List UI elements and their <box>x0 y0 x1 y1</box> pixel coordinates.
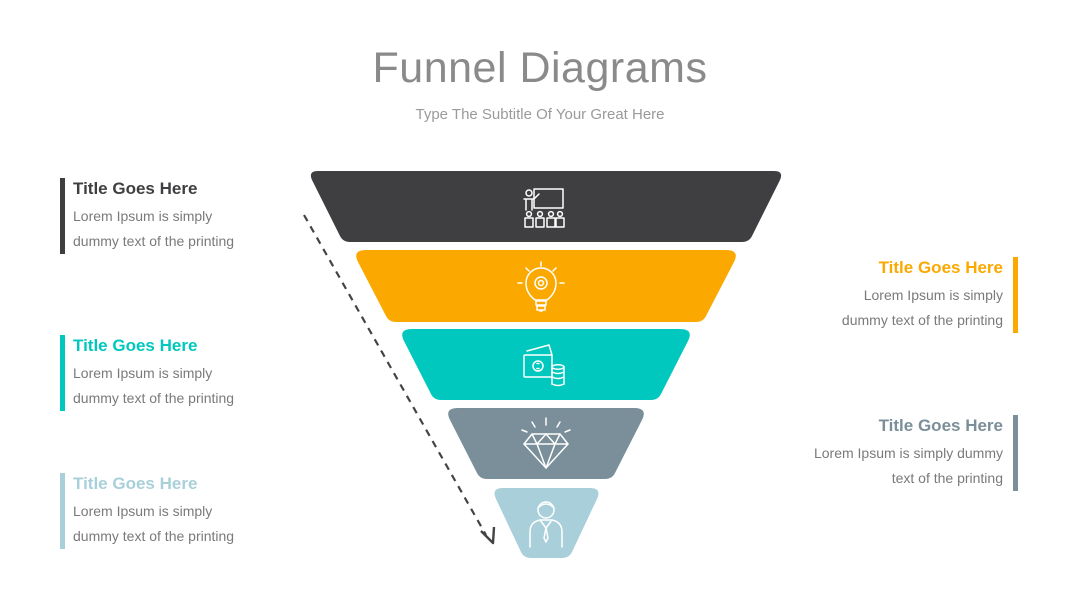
page-title: Funnel Diagrams <box>372 44 708 92</box>
note-5-text-line-2: dummy text of the printing <box>73 528 235 544</box>
note-5: Title Goes Here Lorem Ipsum is simply du… <box>60 473 320 549</box>
note-2-text-line-1: Lorem Ipsum is simply <box>863 287 1003 303</box>
note-5-title: Title Goes Here <box>73 474 198 493</box>
arrow-head-icon <box>480 526 496 545</box>
note-2-title: Title Goes Here <box>878 258 1003 277</box>
note-1-accent-bar <box>60 178 65 254</box>
note-3: Title Goes Here Lorem Ipsum is simply du… <box>60 335 320 411</box>
note-3-text-line-1: Lorem Ipsum is simply <box>73 365 213 381</box>
note-4-text-line-1: Lorem Ipsum is simply dummy <box>813 445 1003 461</box>
note-1-text-line-1: Lorem Ipsum is simply <box>73 208 213 224</box>
note-3-title: Title Goes Here <box>73 336 198 355</box>
note-2-accent-bar <box>1013 257 1018 333</box>
diamond-icon <box>521 417 571 469</box>
presentation-icon <box>523 188 565 228</box>
note-1: Title Goes Here Lorem Ipsum is simply du… <box>60 178 320 254</box>
note-4: Title Goes Here Lorem Ipsum is simply du… <box>758 415 1018 491</box>
money-coins-icon <box>523 344 565 387</box>
note-5-text-line-1: Lorem Ipsum is simply <box>73 503 213 519</box>
note-2: Title Goes Here Lorem Ipsum is simply du… <box>758 257 1018 333</box>
businessman-icon <box>529 501 563 548</box>
note-1-text-line-2: dummy text of the printing <box>73 233 235 249</box>
note-2-text-line-2: dummy text of the printing <box>841 312 1003 328</box>
note-5-accent-bar <box>60 473 65 549</box>
funnel-layer-5 <box>494 488 599 558</box>
page-subtitle: Type The Subtitle Of Your Great Here <box>415 106 665 123</box>
note-3-accent-bar <box>60 335 65 411</box>
note-4-text-line-2: text of the printing <box>891 470 1003 486</box>
note-4-accent-bar <box>1013 415 1018 491</box>
dashed-arrow-line <box>303 214 487 536</box>
note-4-title: Title Goes Here <box>878 416 1003 435</box>
note-1-title: Title Goes Here <box>73 179 198 198</box>
funnel-layer-3 <box>402 329 690 400</box>
note-3-text-line-2: dummy text of the printing <box>73 390 235 406</box>
funnel-layer-1 <box>310 171 782 242</box>
lightbulb-gear-icon <box>517 261 565 312</box>
